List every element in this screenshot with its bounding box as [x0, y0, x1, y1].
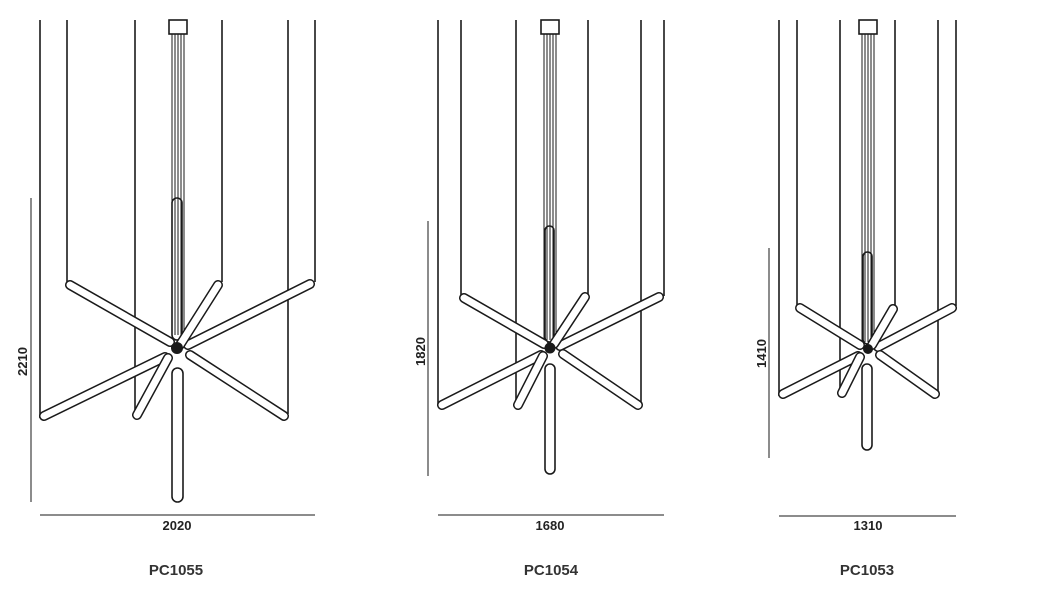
- height-label-pc1054: 1820: [413, 337, 428, 366]
- model-label-pc1055: PC1055: [149, 562, 203, 579]
- lamp-drawing-pc1055: [30, 19, 316, 516]
- model-label-pc1054: PC1054: [524, 562, 579, 579]
- lamp-drawing-pc1054: [427, 19, 665, 516]
- width-label-pc1055: 2020: [163, 518, 192, 533]
- model-label-pc1053: PC1053: [840, 562, 894, 579]
- lamp-drawing-pc1053: [768, 19, 957, 517]
- width-label-pc1053: 1310: [854, 518, 883, 533]
- height-label-pc1055: 2210: [15, 347, 30, 376]
- height-label-pc1053: 1410: [754, 339, 769, 368]
- width-label-pc1054: 1680: [536, 518, 565, 533]
